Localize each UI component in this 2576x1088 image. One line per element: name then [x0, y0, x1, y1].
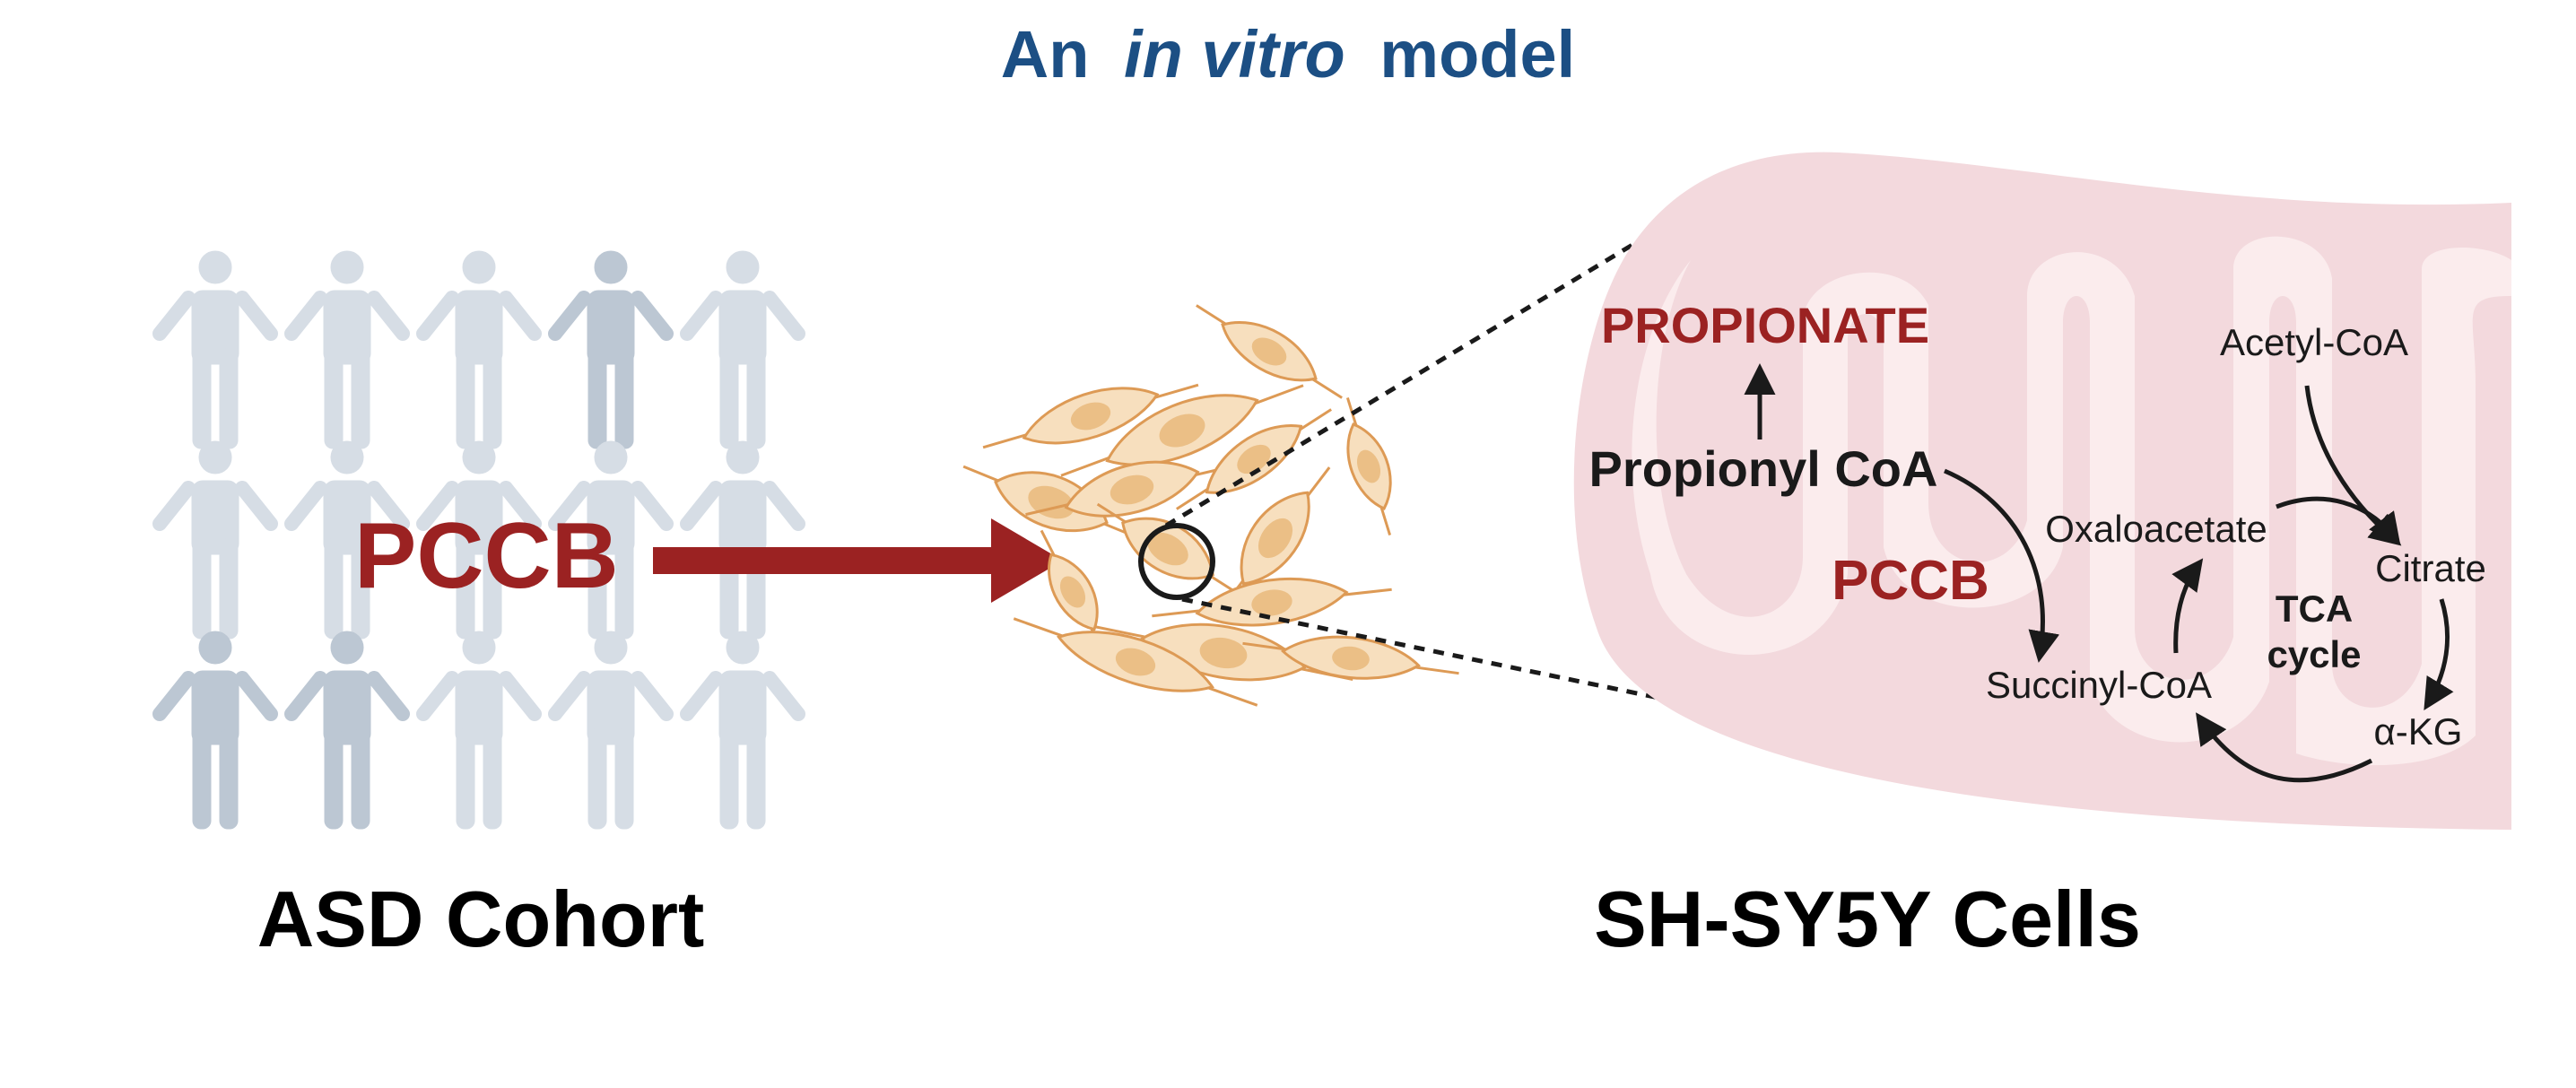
person-icon [423, 631, 535, 829]
page-title: An in vitro model [1001, 17, 1575, 91]
akg-to-succinyl-arrow [2196, 712, 2373, 783]
cell-nucleus [1070, 402, 1111, 431]
acetyl-to-citrate-arrow [2304, 385, 2402, 546]
propionyl-to-succinyl-arrow [1944, 468, 2060, 663]
cell-nucleus [1199, 637, 1248, 669]
person-icon [423, 251, 535, 448]
cell-nucleus [1332, 646, 1370, 671]
neuron-cell [1013, 617, 1258, 707]
title-suffix: model [1379, 17, 1575, 91]
cell-nucleus [1237, 444, 1271, 474]
propionate-label: PROPIONATE [1601, 297, 1929, 353]
cell-nucleus [1059, 576, 1086, 608]
person-icon [687, 441, 798, 639]
neuron-cell [1220, 466, 1331, 610]
cells-label: SH-SY5Y Cells [1594, 875, 2141, 963]
neuron-cell [1025, 460, 1239, 518]
cohort-to-cells-arrow [653, 518, 1063, 603]
cell-nucleus [1251, 589, 1292, 616]
mitochondrion [1573, 152, 2511, 830]
neuron-cell [1060, 384, 1304, 477]
person-icon [160, 441, 271, 639]
pccb-enzyme-label: PCCB [1832, 550, 1989, 612]
neuron-cell [1176, 408, 1332, 510]
neuron-cell [1242, 635, 1459, 680]
title-italic: in vitro [1124, 17, 1345, 91]
pathway-arrows [1744, 363, 2454, 783]
neuron-cell [1345, 397, 1392, 535]
akg-label: α-KG [2374, 710, 2463, 753]
person-icon [292, 251, 403, 448]
neuron-cell [1152, 577, 1392, 627]
title-prefix: An [1001, 17, 1090, 91]
neuron-cell [982, 383, 1199, 449]
propionyl-coa-label: Propionyl CoA [1589, 440, 1938, 497]
cell-nucleus [1159, 413, 1205, 448]
acetyl-coa-label: Acetyl-CoA [2220, 321, 2408, 363]
cell-nucleus [1115, 648, 1156, 676]
cell-nucleus [1251, 337, 1287, 366]
succinyl-coa-label: Succinyl-CoA [1986, 664, 2212, 706]
sh-sy5y-cell-cluster [962, 304, 1459, 707]
person-icon [555, 251, 666, 448]
person-icon [292, 631, 403, 829]
cell-nucleus [1356, 449, 1381, 483]
zoom-line-top [1164, 242, 1634, 528]
tca-cycle-label-line1: TCA [2276, 588, 2353, 630]
cell-nucleus [1258, 518, 1293, 559]
person-icon [687, 631, 798, 829]
cohort-gene-label: PCCB [354, 504, 619, 608]
oxaloacetate-label: Oxaloacetate [2045, 508, 2267, 550]
person-icon [160, 251, 271, 448]
mitochondrion-cristae [1632, 236, 2511, 766]
cell-zoom-circle [1138, 523, 1215, 600]
cell-nucleus [1147, 532, 1188, 566]
citrate-to-akg-arrow [2424, 598, 2454, 710]
cell-nucleus [1110, 474, 1154, 505]
person-icon [555, 631, 666, 829]
person-icon [160, 631, 271, 829]
person-icon [687, 251, 798, 448]
citrate-label: Citrate [2375, 547, 2486, 589]
neuron-cell [1196, 304, 1343, 399]
tca-cycle-label-line2: cycle [2267, 633, 2361, 675]
succinyl-to-oxaloacetate-arrow [2171, 558, 2204, 654]
cohort-label: ASD Cohort [257, 875, 705, 963]
